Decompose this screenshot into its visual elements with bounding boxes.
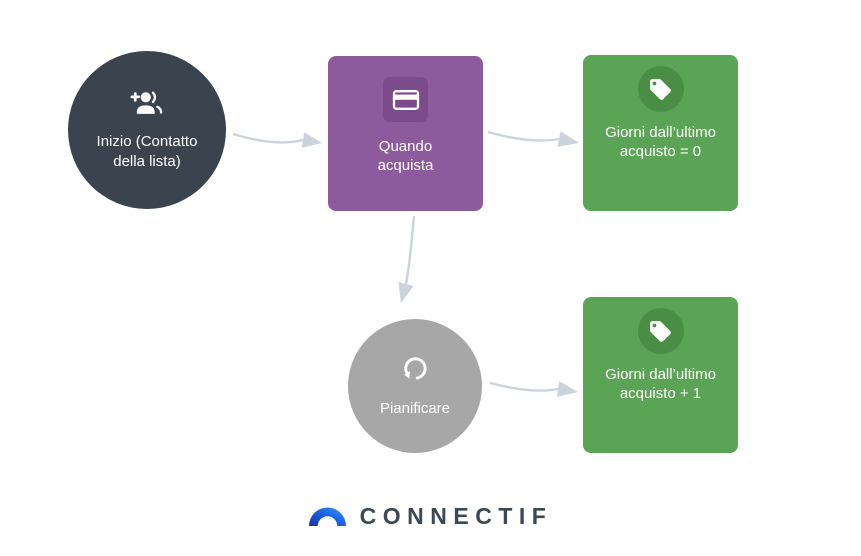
tag-icon	[637, 308, 684, 354]
arrowhead-icon	[557, 131, 579, 147]
node-label: Pianificare	[379, 399, 451, 417]
connector-trigger-to-wait	[404, 215, 416, 285]
arrowhead-icon	[301, 132, 322, 148]
node-label: Giorni dall’ultimo acquisto + 1	[605, 366, 716, 403]
node-wait-schedule[interactable]: Pianificare	[348, 319, 482, 453]
node-trigger-when-purchases[interactable]: Quando acquista	[328, 56, 483, 211]
node-label: Inizio (Contatto della lista)	[96, 133, 198, 170]
arrowhead-icon	[398, 282, 414, 303]
node-start-contact-list[interactable]: Inizio (Contatto della lista)	[68, 51, 226, 209]
node-label: Giorni dall’ultimo acquisto = 0	[605, 124, 716, 161]
brand-name: CONNECTIF	[359, 503, 553, 529]
person-add-icon	[128, 89, 166, 121]
arrowhead-icon	[556, 381, 578, 397]
connector-wait-to-condition-bottom	[489, 381, 559, 392]
node-label: Quando acquista	[377, 138, 434, 175]
node-condition-days-plus-one[interactable]: Giorni dall’ultimo acquisto + 1	[583, 297, 738, 453]
tag-icon	[637, 66, 684, 112]
brand-footer: CONNECTIF	[0, 503, 861, 530]
node-condition-days-equal-zero[interactable]: Giorni dall’ultimo acquisto = 0	[583, 55, 738, 211]
credit-card-icon	[383, 77, 428, 122]
connector-trigger-to-condition-top	[487, 130, 560, 142]
connectif-logo-icon	[308, 506, 346, 527]
connector-start-to-trigger	[232, 132, 304, 144]
loop-icon	[400, 354, 431, 390]
